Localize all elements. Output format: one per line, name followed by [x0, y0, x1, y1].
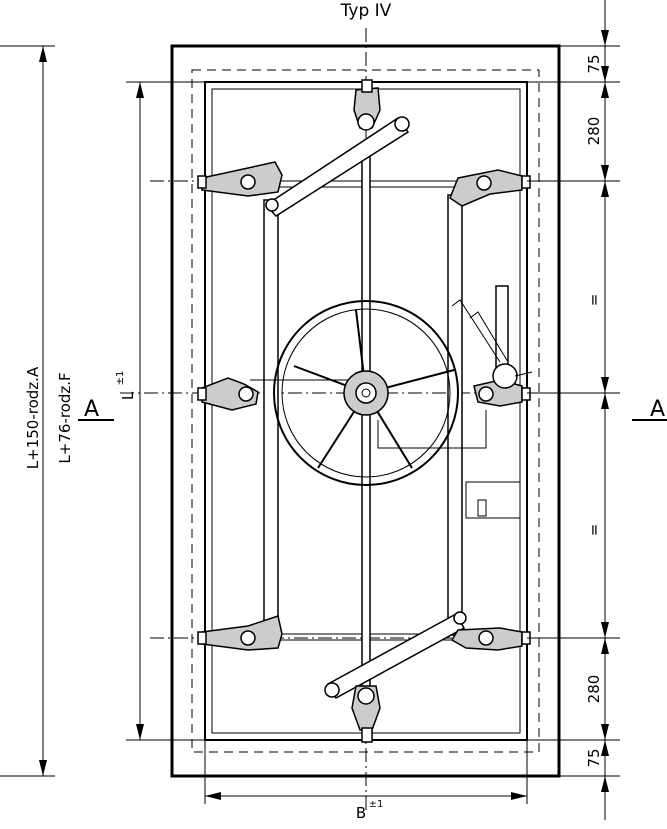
dim-chain-right — [527, 0, 620, 820]
dim-right-upper-equal: = — [585, 294, 603, 307]
vertical-bolts — [263, 149, 463, 691]
handwheel — [273, 300, 459, 486]
dim-outer-label-1: L+150-rodz.A — [24, 366, 42, 469]
dim-height — [126, 81, 205, 741]
lower-linkage — [197, 611, 531, 743]
lock-box — [465, 481, 521, 519]
dim-right-bottom-margin: 75 — [585, 748, 603, 767]
lever-handle — [451, 285, 533, 389]
dim-outer-label-2: L+76-rodz.F — [56, 372, 74, 463]
section-label-left: A — [84, 397, 99, 422]
dim-right-lower-equal: = — [585, 524, 603, 537]
upper-linkage — [197, 79, 531, 217]
drawing-title: Typ IV — [340, 1, 392, 21]
dim-height-label: L — [119, 391, 137, 400]
dim-right-bottom-offset: 280 — [585, 675, 603, 704]
dim-right-top-margin: 75 — [585, 54, 603, 73]
dim-height-tolerance: ±1 — [115, 371, 126, 386]
dim-width — [204, 740, 528, 804]
dim-outer-left — [0, 45, 55, 777]
dim-right-top-offset: 280 — [585, 117, 603, 146]
dim-width-tolerance: ±1 — [369, 799, 384, 810]
dim-width-label: B — [356, 804, 366, 822]
section-label-right: A — [650, 397, 665, 422]
